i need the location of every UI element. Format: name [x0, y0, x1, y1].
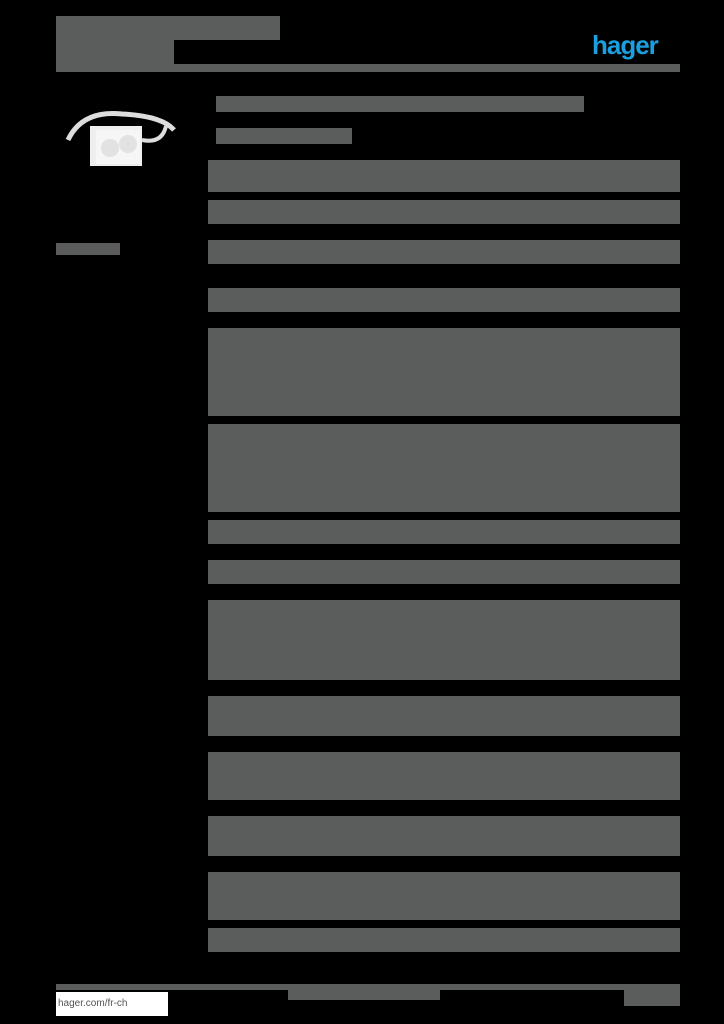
product-subtitle-block — [216, 128, 352, 144]
header-rule — [56, 64, 680, 72]
footer-url-link[interactable]: hager.com/fr-ch — [56, 992, 168, 1016]
footer-rule — [56, 984, 680, 990]
description-block — [208, 160, 680, 192]
spec-group-3-b — [208, 520, 680, 544]
spec-group-6-b — [208, 752, 680, 800]
spec-group-5 — [208, 600, 680, 680]
spec-group-8-b — [208, 928, 680, 952]
description-block-2 — [208, 200, 680, 224]
spec-group-8 — [208, 872, 680, 920]
product-title-block — [216, 96, 584, 112]
spec-group-3 — [208, 424, 680, 512]
spec-group-1-a — [208, 240, 680, 264]
spec-group-6 — [208, 696, 680, 736]
spec-group-7 — [208, 816, 680, 856]
product-image — [65, 111, 176, 166]
spec-group-4 — [208, 560, 680, 584]
section-label-block — [56, 243, 120, 255]
spec-group-1-b — [208, 288, 680, 312]
header-title-block — [56, 16, 280, 40]
footer-center-block — [288, 990, 440, 1000]
spec-group-2 — [208, 328, 680, 416]
header-subtitle-block — [56, 40, 174, 64]
footer-page-block — [624, 990, 680, 1006]
hager-logo: hager — [592, 30, 659, 60]
